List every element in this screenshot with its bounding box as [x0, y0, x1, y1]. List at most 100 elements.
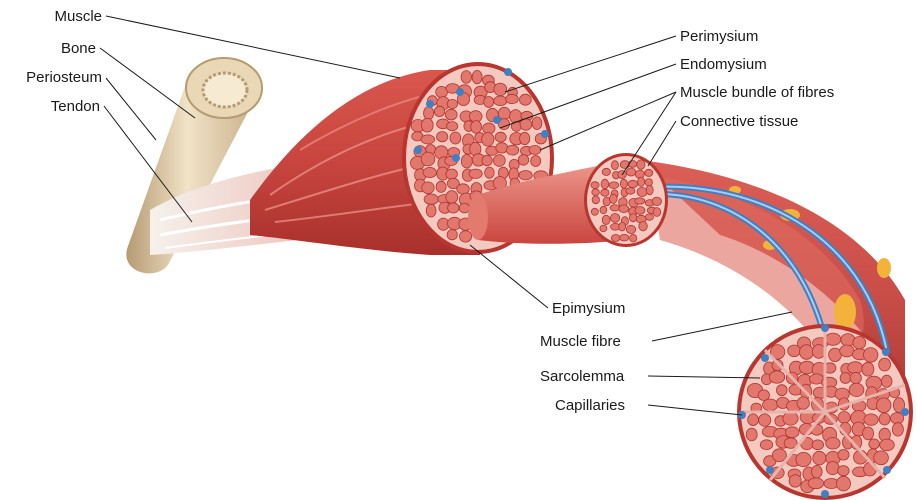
muscle-cell	[611, 235, 620, 242]
muscle-cell	[494, 83, 507, 96]
muscle-cell	[421, 135, 435, 144]
muscle-cell	[434, 106, 444, 116]
muscle-cell	[840, 345, 854, 357]
muscle-cell	[838, 450, 849, 461]
muscle-cell	[591, 182, 599, 189]
muscle-cell	[813, 451, 826, 465]
muscle-cell	[424, 194, 438, 204]
muscle-cell	[506, 94, 519, 103]
muscle-cell	[469, 169, 482, 178]
muscle-cell	[635, 198, 645, 204]
muscle-cell	[862, 362, 874, 376]
muscle-cell	[772, 449, 786, 462]
muscle-cell	[461, 71, 471, 84]
muscle-cell	[789, 475, 801, 487]
muscle-cell	[763, 399, 778, 411]
muscle-cell	[592, 196, 599, 204]
muscle-cell	[460, 231, 472, 242]
muscle-cell	[421, 118, 433, 132]
muscle-cell	[848, 362, 863, 374]
label-tendon: Tendon	[51, 98, 100, 115]
muscle-cell	[826, 462, 839, 475]
muscle-cell	[812, 465, 823, 478]
muscle-cell	[826, 438, 840, 450]
muscle-cell	[445, 109, 457, 120]
label-periosteum: Periosteum	[26, 69, 102, 86]
muscle-cell	[769, 371, 784, 383]
muscle-cell	[591, 208, 598, 215]
muscle-cell	[520, 94, 532, 105]
muscle-cell	[446, 169, 458, 179]
muscle-cell	[484, 97, 494, 108]
muscle-cell	[879, 358, 891, 371]
muscle-cell	[864, 414, 878, 425]
fat-deposit	[834, 294, 856, 330]
muscle-cell	[626, 225, 635, 233]
muscle-cell	[630, 234, 637, 242]
muscle-cell	[645, 214, 653, 220]
muscle-cell	[777, 385, 788, 396]
muscle-cell	[600, 206, 607, 213]
muscle-cell	[630, 214, 637, 222]
muscle-cell	[825, 333, 841, 345]
capillary-dot	[493, 116, 501, 124]
label-muscle: Muscle	[54, 8, 102, 25]
muscle-cell	[485, 167, 495, 178]
muscle-cell	[471, 121, 482, 134]
muscle-cell	[472, 70, 482, 83]
muscle-cell	[520, 132, 530, 144]
muscle-cell	[876, 398, 891, 413]
muscle-cell	[863, 427, 874, 440]
muscle-cell	[653, 208, 661, 217]
muscle-cell	[796, 452, 811, 466]
muscle-cell	[457, 184, 470, 194]
muscle-cell	[601, 179, 609, 189]
muscle-cell	[609, 182, 619, 189]
muscle-cell	[812, 440, 824, 450]
label-connective-tissue: Connective tissue	[680, 113, 798, 130]
capillary-dot	[821, 324, 829, 332]
capillary-dot	[414, 146, 422, 154]
muscle-cell	[426, 204, 436, 217]
muscle-cell	[800, 345, 814, 360]
muscle-cell	[422, 182, 434, 194]
muscle-cell	[880, 439, 895, 451]
capillary-dot	[426, 100, 434, 108]
muscle-cell	[626, 168, 635, 176]
muscle-cell	[788, 345, 801, 357]
muscle-cell	[645, 179, 652, 186]
muscle-cell	[602, 168, 610, 175]
label-muscle-bundle: Muscle bundle of fibres	[680, 84, 834, 101]
muscle-cell	[853, 337, 866, 349]
muscle-cell	[436, 181, 446, 192]
muscle-cell	[748, 414, 759, 426]
muscle-cell	[838, 412, 850, 424]
label-epimysium: Epimysium	[552, 300, 625, 317]
muscle-cell	[879, 413, 890, 425]
muscle-cell	[532, 117, 542, 130]
muscle-cell	[450, 132, 461, 144]
fibre-cross-section	[737, 324, 913, 500]
muscle-cell	[760, 440, 772, 450]
label-endomysium: Endomysium	[680, 56, 767, 73]
muscle-cell	[447, 230, 457, 240]
muscle-cell	[645, 169, 653, 176]
capillary-dot	[766, 466, 774, 474]
muscle-cell	[746, 428, 757, 441]
muscle-cell	[493, 155, 505, 167]
muscle-cell	[461, 154, 472, 168]
muscle-cell	[518, 155, 528, 166]
muscle-cell	[849, 383, 864, 396]
label-sarcolemma: Sarcolemma	[540, 368, 625, 385]
muscle-cell	[424, 107, 434, 120]
muscle-cell	[610, 205, 620, 211]
capillary-dot	[901, 408, 909, 416]
muscle-cell	[610, 214, 619, 223]
muscle-cell	[652, 197, 661, 205]
muscle-cell	[813, 345, 826, 359]
muscle-cell	[840, 373, 851, 384]
muscle-cell	[783, 412, 798, 425]
muscle-cell	[495, 132, 506, 142]
muscle-cell	[808, 478, 824, 489]
muscle-cell	[482, 133, 494, 147]
